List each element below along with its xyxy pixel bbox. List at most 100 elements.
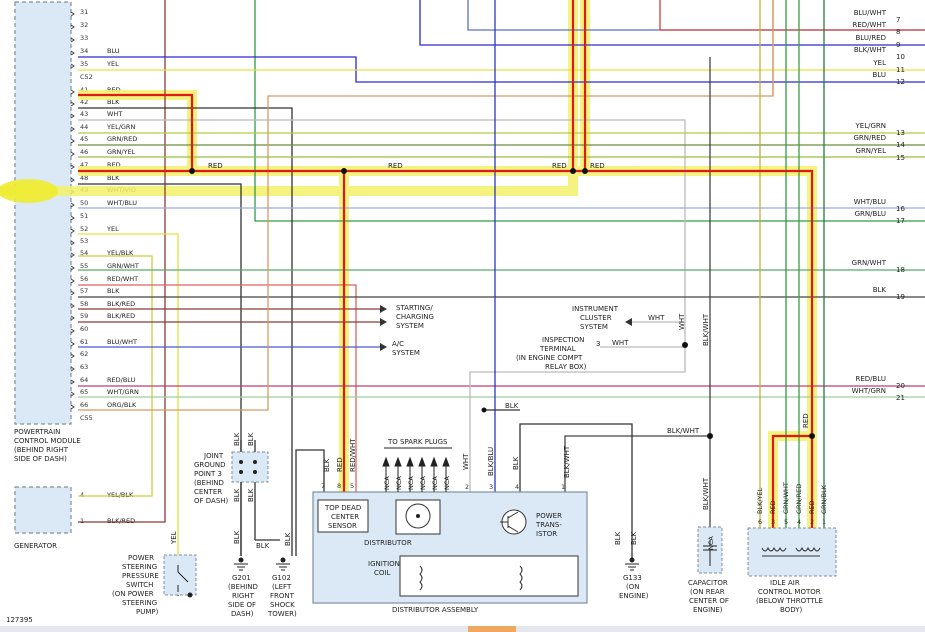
wire-52-yel [78,233,179,560]
joint-ground-line-2: GROUND [194,461,226,469]
psp-switch-contact [177,565,189,592]
ignition-coil-line-2: COIL [374,569,390,577]
right-edge-wire-label: RED/BLU [855,375,886,383]
g133-blk-label-2: BLK [630,531,638,545]
capacitor-line-1: CAPACITOR [688,579,728,587]
blk-label-jg-4: BLK [247,488,255,502]
inspection-terminal: INSPECTION TERMINAL (IN ENGINE COMPT REL… [516,336,629,371]
g201-symbol [234,563,248,571]
pcm-pin-label: BLU [107,47,120,55]
tdc-line-2: CENTER [331,513,359,521]
pin-tick [70,50,75,56]
nca-label-4: NCA [419,476,427,490]
pcm-pin-number: 32 [80,21,88,29]
pcm-pin-label: YEL/GRN [106,123,135,131]
blk-label-jg-1: BLK [233,432,241,446]
joint-ground-links [240,440,256,540]
wire-g201 [240,539,280,556]
dist-wht-label: WHT [462,453,470,470]
inspection-line-1: INSPECTION [542,336,584,344]
instrument-wht-vertical: WHT [678,313,686,330]
iac-wire-label: GRN/WHT [782,482,790,514]
distributor-rotor [405,503,431,529]
pcm-pin-number: 31 [80,8,88,16]
iac-wire-label: BLK/YEL [756,487,764,514]
generator-pin-4: 4 [80,491,84,499]
pcm-pin-number: 59 [80,312,88,320]
dist-blkblu-label: BLK/BLU [487,447,495,476]
wire-top-brown [78,0,166,523]
bottom-strip [0,626,925,632]
joint-dot-1 [239,460,243,464]
red-label-4: RED [590,162,605,170]
pcm-connector-c55: C55 [80,414,93,422]
iac-wire-label: GRN/RED [795,484,803,514]
capacitor-line-3: CENTER OF [689,597,729,605]
pin-tick [70,265,75,271]
junction-dot-7 [682,342,688,348]
g133-line-1: G133 [623,574,642,582]
g102-blk-label-1: BLK [256,542,270,550]
right-edge-wire-label: GRN/BLU [855,210,886,218]
ignition-coil-line-1: IGNITION [368,560,400,568]
g133-blk-label-1: BLK [614,531,622,545]
pcm-pin-number: 63 [80,363,88,371]
psp-line-3: PRESSURE [122,572,159,580]
red-label-1: RED [208,162,223,170]
iac-pin-number: 3 [771,518,775,526]
pcm-pin-number: 45 [80,135,88,143]
g102-line-1: G102 [272,574,291,582]
g102-symbol [276,563,290,571]
pcm-pin-label: BLK [107,174,120,182]
pin-tick [70,228,75,234]
right-edge-ref-number: 19 [896,293,905,301]
capacitor-blkwht-label: BLK/WHT [702,477,710,510]
pcm-title-line-4: SIDE OF DASH) [14,455,67,463]
joint-dot-4 [253,470,257,474]
psp-line-2: STEERING [122,563,157,571]
joint-ground-box [231,451,269,483]
iac-coil-right [795,546,821,552]
pin-tick [70,164,75,170]
pcm-pin-number: 53 [80,237,88,245]
right-edge-ref-number: 8 [896,28,900,36]
starting-line-1: STARTING/ [396,304,433,312]
pcm-pin-number: 34 [80,47,88,55]
g133-line-2: (ON [626,583,639,591]
psp-yel-label: YEL [170,531,178,545]
inspection-line-3: (IN ENGINE COMPT [516,354,583,362]
iac-line-2: CONTROL MOTOR [758,588,821,596]
pin-tick [70,37,75,43]
dist-pin-1: 1 [561,483,565,491]
pcm-pin-label: BLK/RED [107,312,135,320]
psp-switch-box [163,554,197,596]
right-edge-wire-label: BLK [873,286,887,294]
dist-blk-label: BLK [323,458,331,472]
pcm-pin-label: RED/WHT [107,275,138,283]
right-edge-ref-number: 16 [896,205,905,213]
pcm-pin-number: 65 [80,388,88,396]
junction-dot-6 [707,433,713,439]
wire-top-blu-1 [419,0,925,46]
pin-tick [70,24,75,30]
pin-tick [70,353,75,359]
iac-pin-number: 6 [758,518,762,526]
iac-line-4: BODY) [780,606,802,614]
joint-ground-line-3: POINT 3 [194,470,222,478]
g201-line-3: RIGHT [232,592,255,600]
distributor-assembly-label: DISTRIBUTOR ASSEMBLY [392,606,479,614]
pcm-pin-label: YEL [106,225,119,233]
